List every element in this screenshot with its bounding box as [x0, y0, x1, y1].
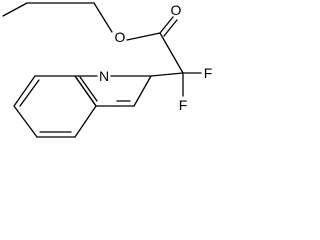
bond-c2-c3 [133, 75, 152, 107]
bond-c-cf2 [159, 32, 184, 74]
atom-label-o-carbonyl: O [171, 2, 182, 18]
bond-carbonyl-1 [159, 16, 174, 34]
bond-c7-c6 [13, 105, 38, 138]
bond-cf2-quinoline [150, 72, 184, 77]
atom-label-f-upper: F [204, 65, 213, 81]
bond-c8-c7-inner [19, 79, 40, 107]
bond-carbonyl-2 [163, 19, 178, 37]
bond-ch3-ch2 [2, 2, 28, 17]
bond-ch2-o-ester [93, 2, 113, 33]
bond-c8-c7 [13, 75, 36, 107]
quinoline-difluoroacetate-structure: O O F F N [2, 2, 213, 138]
atom-label-o-ester: O [115, 29, 126, 45]
atom-label-n: N [99, 68, 109, 84]
bond-c8a-c8a-inner [79, 76, 98, 102]
bond-o-ester-c [126, 32, 161, 41]
bond-c5-c4a [74, 105, 97, 138]
atom-label-f-lower: F [179, 97, 188, 113]
bond-c4a-c8a-benzo [74, 75, 97, 107]
